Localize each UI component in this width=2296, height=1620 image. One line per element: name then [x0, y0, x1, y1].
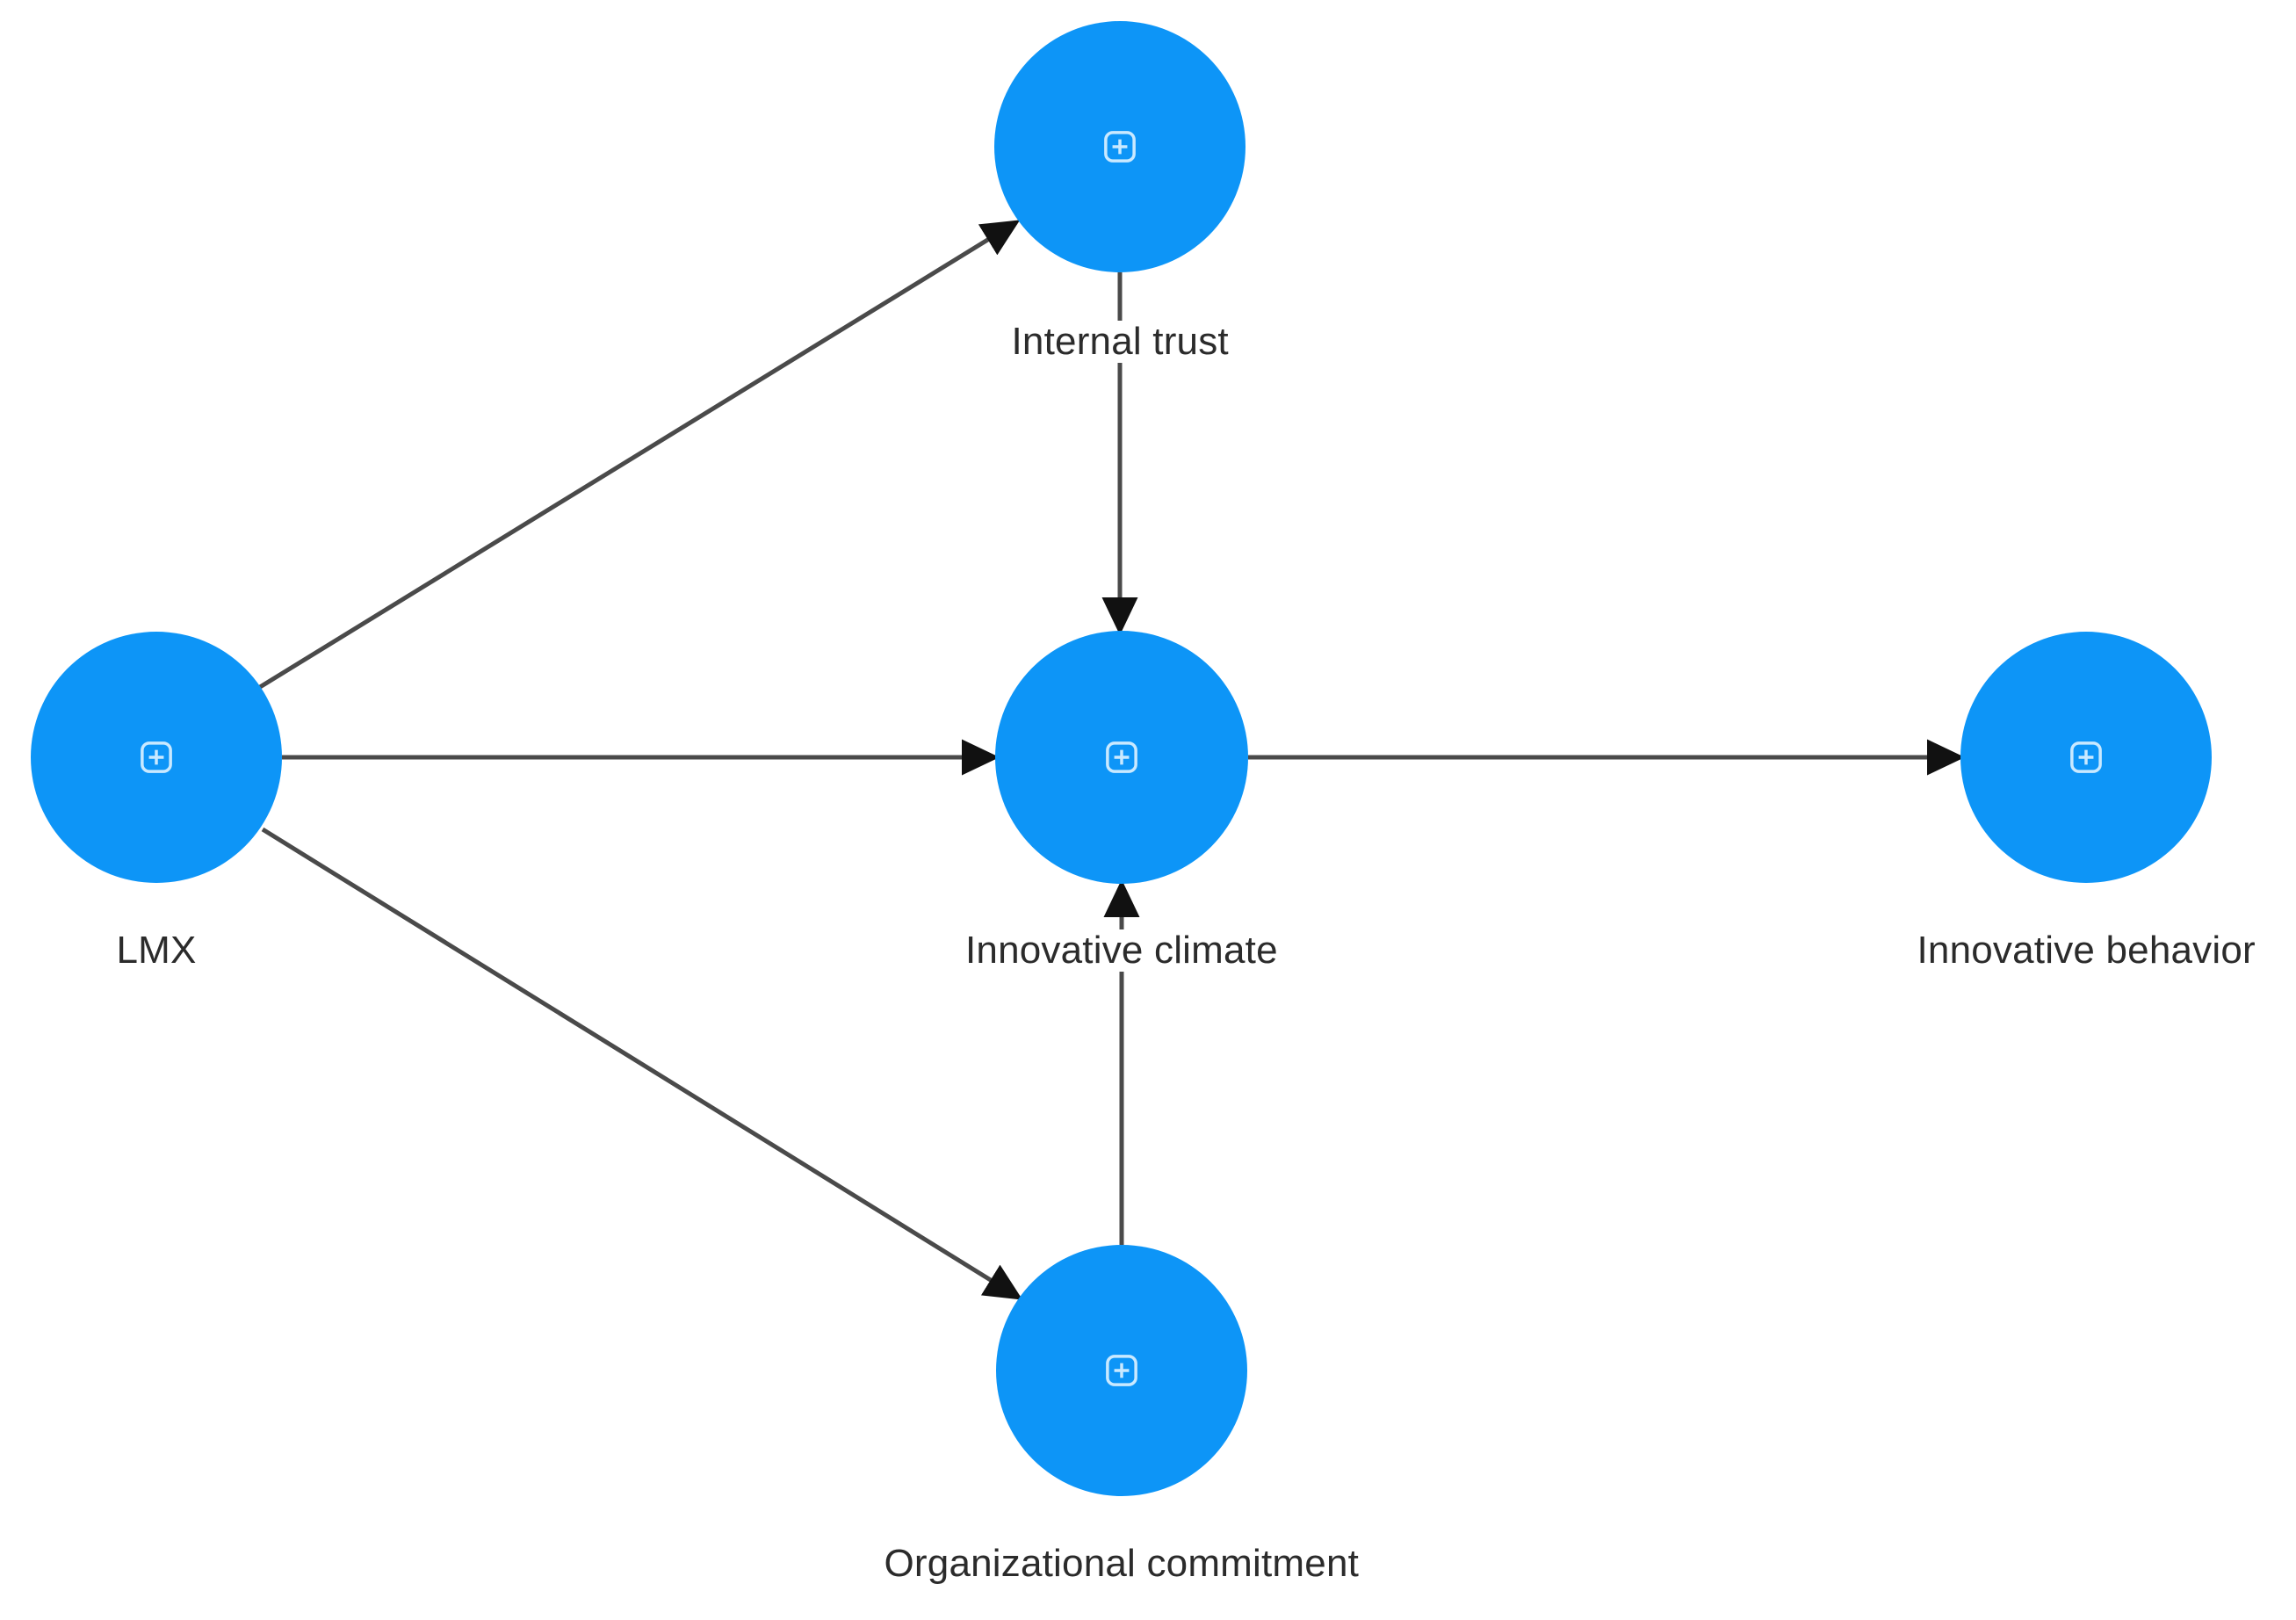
node-internal-trust[interactable]	[994, 21, 1245, 272]
node-lmx[interactable]	[31, 632, 282, 883]
plus-square-icon	[2070, 741, 2102, 773]
node-label-internal-trust: Internal trust	[1006, 321, 1234, 363]
plus-square-icon	[1106, 1355, 1137, 1386]
node-innovative-behavior[interactable]	[1960, 632, 2212, 883]
node-label-innovative-climate: Innovative climate	[960, 929, 1283, 972]
plus-square-icon	[1104, 131, 1136, 163]
node-label-organizational-commitment: Organizational commitment	[878, 1543, 1365, 1585]
node-innovative-climate[interactable]	[995, 631, 1248, 884]
edge-lmx-to-internal-trust[interactable]	[258, 220, 1021, 690]
node-organizational-commitment[interactable]	[996, 1245, 1247, 1496]
node-label-lmx: LMX	[111, 929, 202, 972]
node-label-innovative-behavior: Innovative behavior	[1911, 929, 2261, 972]
plus-square-icon	[1106, 741, 1137, 773]
edge-lmx-to-organizational-commitment[interactable]	[261, 827, 1023, 1300]
plus-square-icon	[141, 741, 172, 773]
